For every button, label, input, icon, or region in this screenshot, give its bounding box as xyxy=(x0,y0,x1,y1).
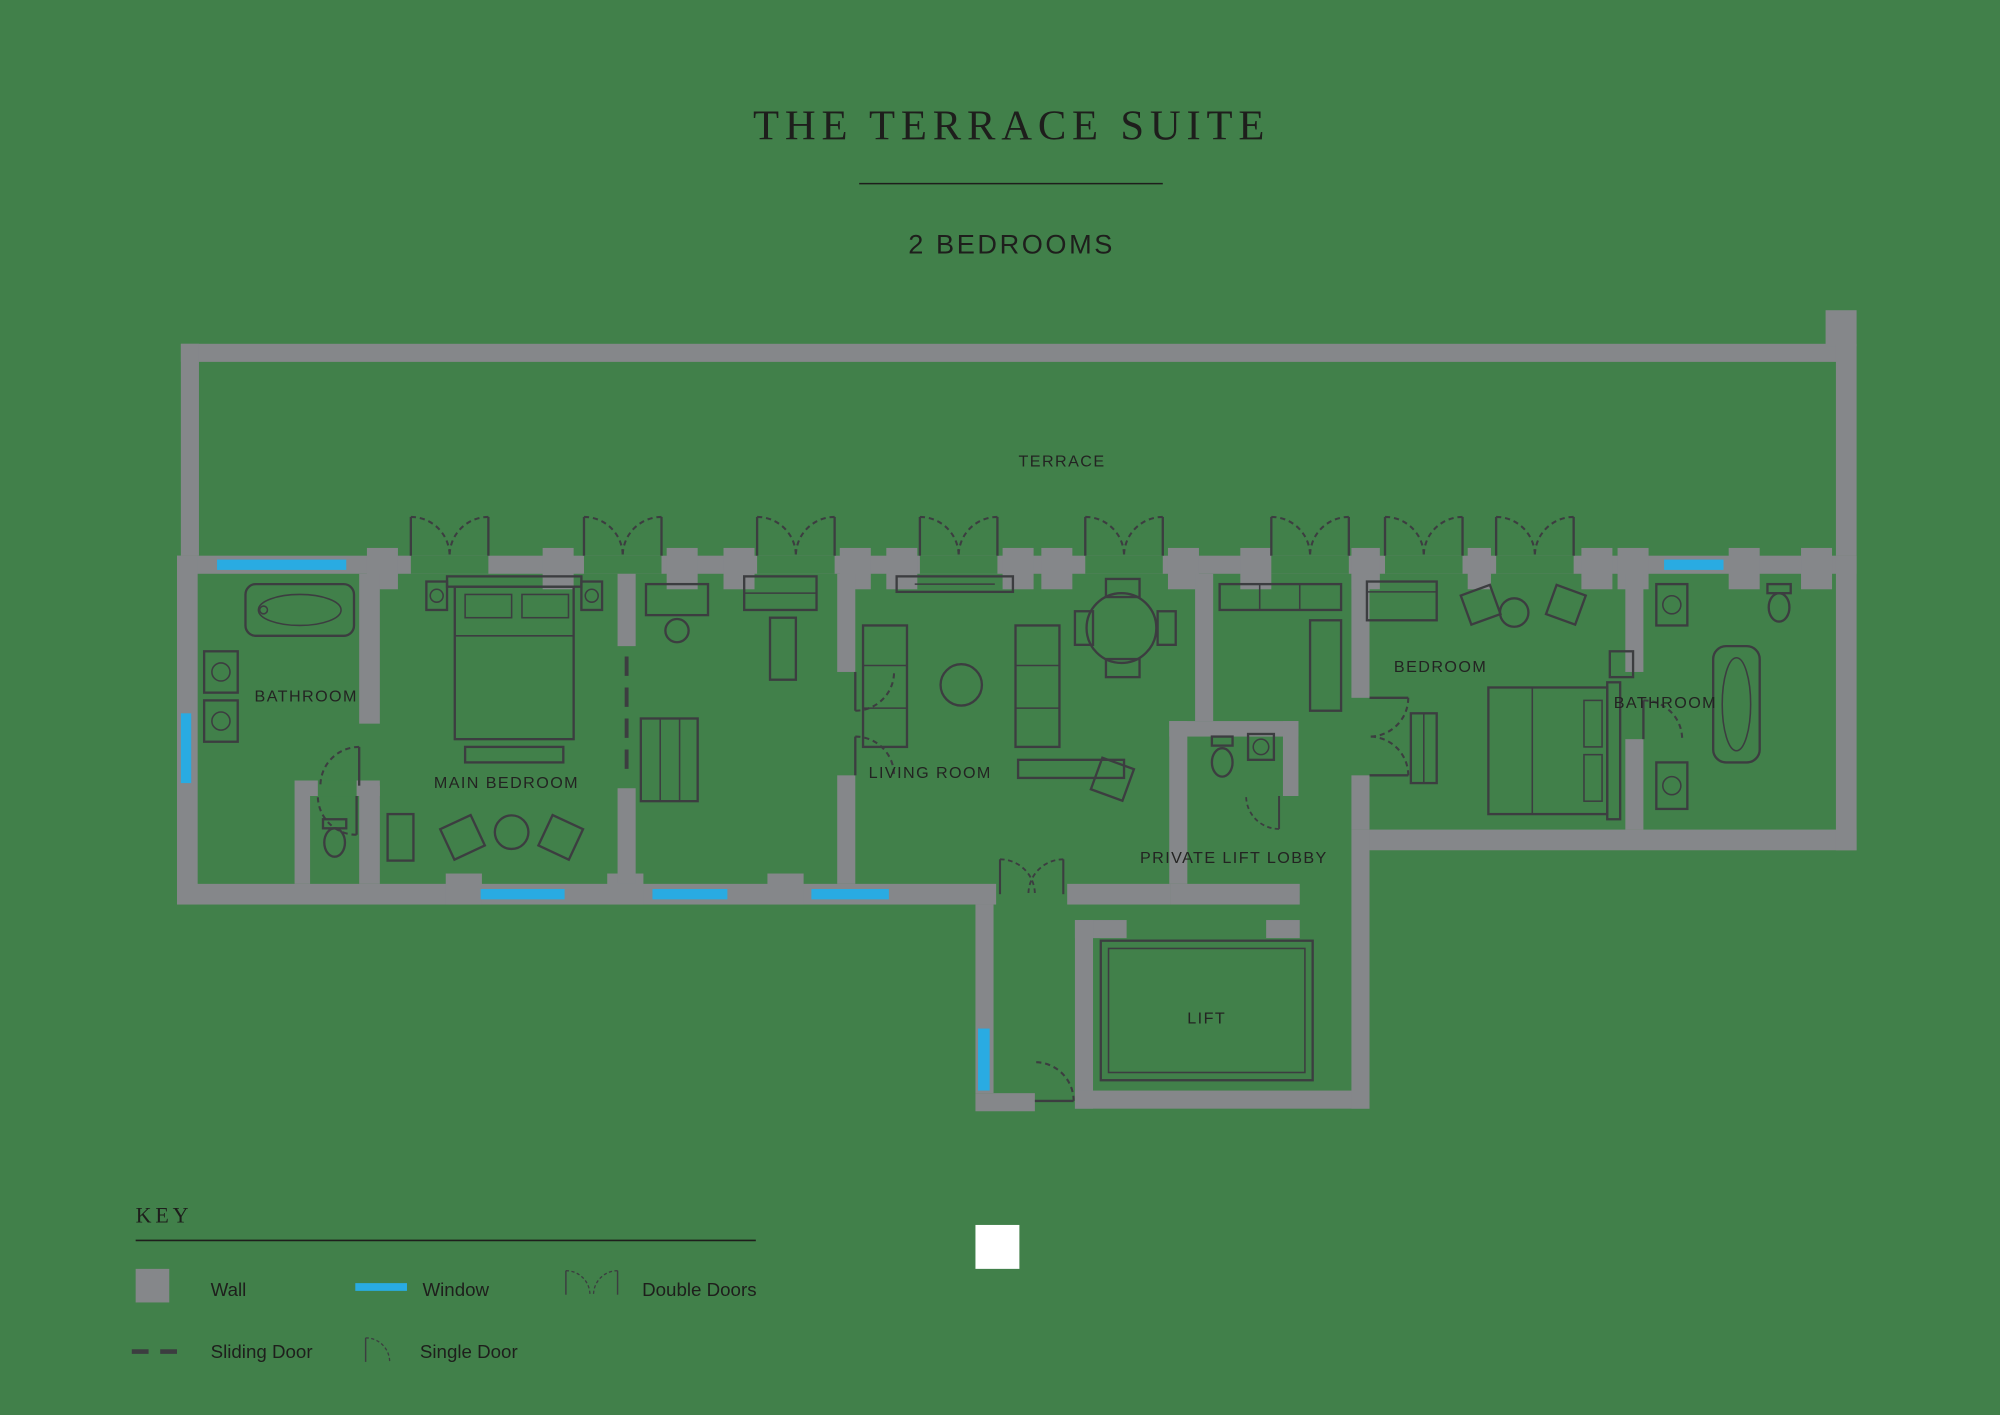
key-label-single-door: Single Door xyxy=(420,1341,518,1362)
key-label-sliding-door: Sliding Door xyxy=(211,1341,313,1362)
key-item-window: Window xyxy=(355,1279,490,1300)
key-label-wall: Wall xyxy=(211,1279,247,1300)
key-item-sliding-door: Sliding Door xyxy=(131,1341,313,1362)
bathroom-right-furniture xyxy=(1655,582,1792,811)
label-bathroom-left: BATHROOM xyxy=(255,688,358,706)
label-living-room: LIVING ROOM xyxy=(869,764,992,782)
label-private-lift-lobby: PRIVATE LIFT LOBBY xyxy=(1140,849,1328,867)
white-square xyxy=(975,1224,1020,1269)
key-legend: KEY Wall Window Double Doors Sliding Doo… xyxy=(131,1202,757,1363)
key-item-double-doors: Double Doors xyxy=(565,1269,757,1300)
suite-walls xyxy=(177,547,1857,1112)
label-bedroom: BEDROOM xyxy=(1394,658,1487,676)
key-item-single-door: Single Door xyxy=(364,1337,518,1363)
lift-car xyxy=(1099,939,1314,1082)
page-title: THE TERRACE SUITE xyxy=(753,103,1270,150)
terrace-walls xyxy=(180,310,1857,556)
label-bathroom-right: BATHROOM xyxy=(1614,694,1717,712)
label-main-bedroom: MAIN BEDROOM xyxy=(434,774,579,792)
key-label-window: Window xyxy=(422,1279,489,1300)
single-door-icon xyxy=(364,1337,391,1363)
living-room-furniture xyxy=(861,575,1177,803)
room-labels: TERRACE BATHROOM MAIN BEDROOM LIVING ROO… xyxy=(255,453,1717,1028)
label-terrace: TERRACE xyxy=(1019,453,1106,471)
terrace-double-doors xyxy=(409,515,1575,557)
key-heading: KEY xyxy=(136,1202,193,1227)
header: THE TERRACE SUITE 2 BEDROOMS xyxy=(753,103,1270,260)
main-bedroom-furniture xyxy=(386,575,604,862)
wall-swatch-icon xyxy=(135,1268,170,1303)
dressing-area-furniture xyxy=(639,575,818,803)
double-doors-icon xyxy=(565,1269,619,1296)
windows xyxy=(180,559,1724,1091)
key-item-wall: Wall xyxy=(135,1268,247,1303)
interior-doors xyxy=(316,656,1684,1103)
label-lift: LIFT xyxy=(1187,1009,1226,1027)
bathroom-left-furniture xyxy=(202,582,356,858)
page-subtitle: 2 BEDROOMS xyxy=(908,228,1115,259)
key-label-double-doors: Double Doors xyxy=(642,1279,756,1300)
bedroom-2-furniture xyxy=(1365,580,1635,821)
closet-powder-furniture xyxy=(1210,582,1343,778)
